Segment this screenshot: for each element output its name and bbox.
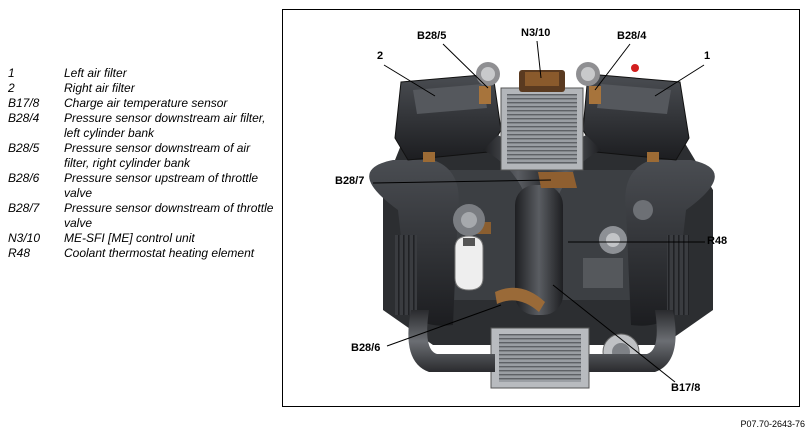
legend-item: 1 Left air filter: [8, 66, 276, 81]
legend-code: R48: [8, 246, 31, 260]
legend-description: Charge air temperature sensor: [64, 96, 228, 110]
callout-1: 1: [704, 50, 711, 62]
legend-item: R48 Coolant thermostat heating element: [8, 246, 276, 261]
legend-item: N3/10 ME-SFI [ME] control unit: [8, 231, 276, 246]
engine-figure: B28/5 N3/10 B28/4 2 1 B28/7 R48 B28/6 B1…: [282, 9, 800, 407]
legend-list: 1 Left air filter 2 Right air filter B17…: [8, 66, 276, 261]
legend-code: 2: [8, 81, 15, 95]
legend-code: 1: [8, 66, 15, 80]
leader-lines: [372, 40, 705, 383]
callout-b17-8: B17/8: [671, 382, 701, 394]
callout-r48: R48: [707, 235, 728, 247]
legend-description: ME-SFI [ME] control unit: [64, 231, 195, 245]
legend-description: Pressure sensor downstream of throttle v…: [64, 201, 274, 230]
legend-item: B28/5 Pressure sensor downstream of air …: [8, 141, 276, 171]
legend-description: Pressure sensor downstream air filter, l…: [64, 111, 266, 140]
legend-description: Pressure sensor upstream of throttle val…: [64, 171, 259, 200]
legend-code: B28/5: [8, 141, 40, 155]
callout-b28-4: B28/4: [617, 30, 647, 42]
legend-item: B28/4 Pressure sensor downstream air fil…: [8, 111, 276, 141]
callout-b28-6: B28/6: [351, 342, 381, 354]
legend-description: Left air filter: [64, 66, 127, 80]
figure-id: P07.70-2643-76: [740, 419, 805, 429]
callout-b28-7: B28/7: [335, 175, 365, 187]
callout-b28-5: B28/5: [417, 30, 447, 42]
legend-code: B28/6: [8, 171, 40, 185]
engine-illustration: [369, 40, 715, 389]
legend-code: B28/4: [8, 111, 40, 125]
legend-description: Pressure sensor downstream of air filter…: [64, 141, 251, 170]
legend-item: B17/8 Charge air temperature sensor: [8, 96, 276, 111]
legend-code: B28/7: [8, 201, 40, 215]
legend-code: N3/10: [8, 231, 41, 245]
legend-item: B28/6 Pressure sensor upstream of thrott…: [8, 171, 276, 201]
legend-description: Right air filter: [64, 81, 135, 95]
legend-item: 2 Right air filter: [8, 81, 276, 96]
legend-description: Coolant thermostat heating element: [64, 246, 255, 260]
legend-code: B17/8: [8, 96, 40, 110]
callout-2: 2: [377, 50, 384, 62]
callout-n3-10: N3/10: [521, 27, 551, 39]
legend-item: B28/7 Pressure sensor downstream of thro…: [8, 201, 276, 231]
